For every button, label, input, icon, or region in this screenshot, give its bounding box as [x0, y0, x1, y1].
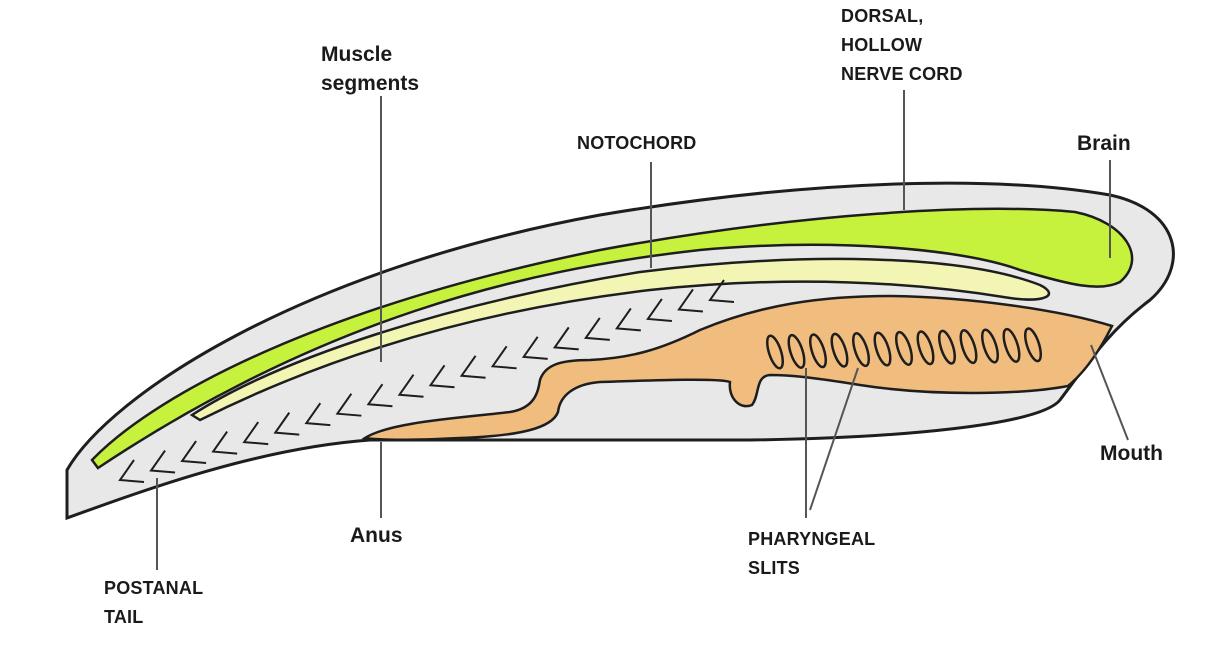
muscle-chevron — [646, 298, 672, 322]
pharyngeal-slit — [1023, 327, 1043, 363]
label-anus: Anus — [350, 524, 403, 547]
muscle-chevron — [118, 459, 145, 483]
muscle-chevron — [677, 288, 704, 313]
label-notochord: NOTOCHORD — [577, 133, 697, 153]
muscle-chevron — [428, 364, 455, 389]
gut-pharynx — [361, 294, 1114, 442]
leader-mouth — [1090, 344, 1129, 441]
pharyngeal-slit — [765, 334, 785, 370]
pharyngeal-slit — [830, 332, 849, 368]
muscle-chevron — [242, 421, 269, 446]
pharyngeal-slit — [808, 333, 828, 369]
muscle-chevron — [304, 402, 331, 427]
pharyngeal-slit — [851, 332, 871, 368]
pharyngeal-slit — [980, 328, 1000, 364]
pharyngeal-slit — [787, 333, 806, 369]
label-mouth: Mouth — [1100, 442, 1163, 465]
pharyngeal-slits — [765, 327, 1043, 370]
leader-lines — [156, 90, 1129, 570]
muscle-chevron — [583, 317, 610, 341]
leader-slits-b — [809, 367, 859, 511]
muscle-chevron — [459, 355, 486, 379]
muscle-chevron — [366, 383, 393, 408]
pharyngeal-slit — [894, 330, 914, 366]
muscle-chevron — [490, 345, 517, 370]
muscle-chevron — [211, 431, 238, 455]
pharyngeal-slit — [937, 329, 957, 365]
muscle-chevron — [521, 336, 548, 360]
pharyngeal-slit — [959, 329, 978, 365]
dorsal-nerve-cord — [90, 207, 1134, 470]
muscle-chevron — [335, 393, 362, 417]
muscle-chevron — [273, 412, 300, 436]
muscle-chevron — [180, 440, 207, 465]
muscle-chevron — [397, 374, 424, 398]
label-brain: Brain — [1077, 132, 1131, 155]
muscle-chevron — [149, 449, 176, 474]
notochord — [189, 257, 1051, 422]
label-pharyngeal-slits: PHARYNGEAL SLITS — [748, 529, 876, 578]
label-postanal-tail: POSTANAL TAIL — [104, 578, 204, 627]
muscle-chevron — [708, 279, 735, 303]
label-dorsal-nerve-cord: DORSAL, HOLLOW NERVE CORD — [841, 6, 963, 84]
pharyngeal-slit — [916, 330, 935, 366]
muscle-chevron — [615, 307, 641, 332]
muscle-chevron — [552, 326, 579, 351]
muscle-segments — [118, 279, 735, 483]
pharyngeal-slit — [873, 331, 892, 367]
pharyngeal-slit — [1002, 327, 1021, 363]
label-muscle-segments: Muscle segments — [321, 43, 420, 95]
